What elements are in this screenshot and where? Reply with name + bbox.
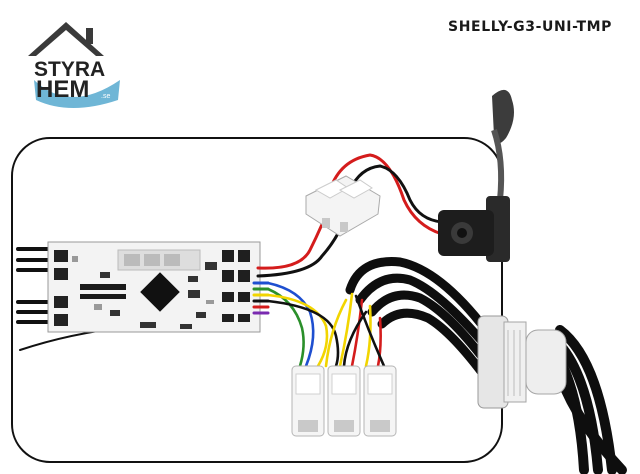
board-pin-header — [80, 284, 126, 299]
sensor-cables — [345, 257, 491, 383]
lever-connector-2 — [327, 365, 361, 437]
ribbon-connector — [252, 281, 270, 315]
product-title: SHELLY-G3-UNI-TMP — [448, 19, 612, 35]
logo-water-icon — [34, 80, 120, 108]
signal-wires — [266, 281, 386, 368]
logo-roof-icon — [28, 22, 104, 56]
board-right-terminals — [222, 250, 250, 322]
logo-suffix: .se — [101, 93, 110, 100]
exit-cables — [555, 325, 627, 474]
cable-gland — [477, 315, 567, 409]
top-lever-connector — [305, 175, 381, 237]
board-left-terminals — [54, 250, 68, 326]
styrahem-logo: STYRA HEM .se — [28, 22, 120, 108]
bottom-lever-connectors — [291, 365, 397, 437]
enclosure-outline — [11, 137, 503, 463]
logo-line1: STYRA — [34, 58, 105, 81]
lever-connector-1 — [291, 365, 325, 437]
shelly-board — [47, 241, 261, 333]
logo-line2: HEM — [36, 76, 89, 103]
jack-cap-icon — [492, 89, 514, 144]
board-main-chip — [140, 272, 180, 312]
lever-connector-3 — [363, 365, 397, 437]
dc-power-jack — [438, 89, 514, 262]
